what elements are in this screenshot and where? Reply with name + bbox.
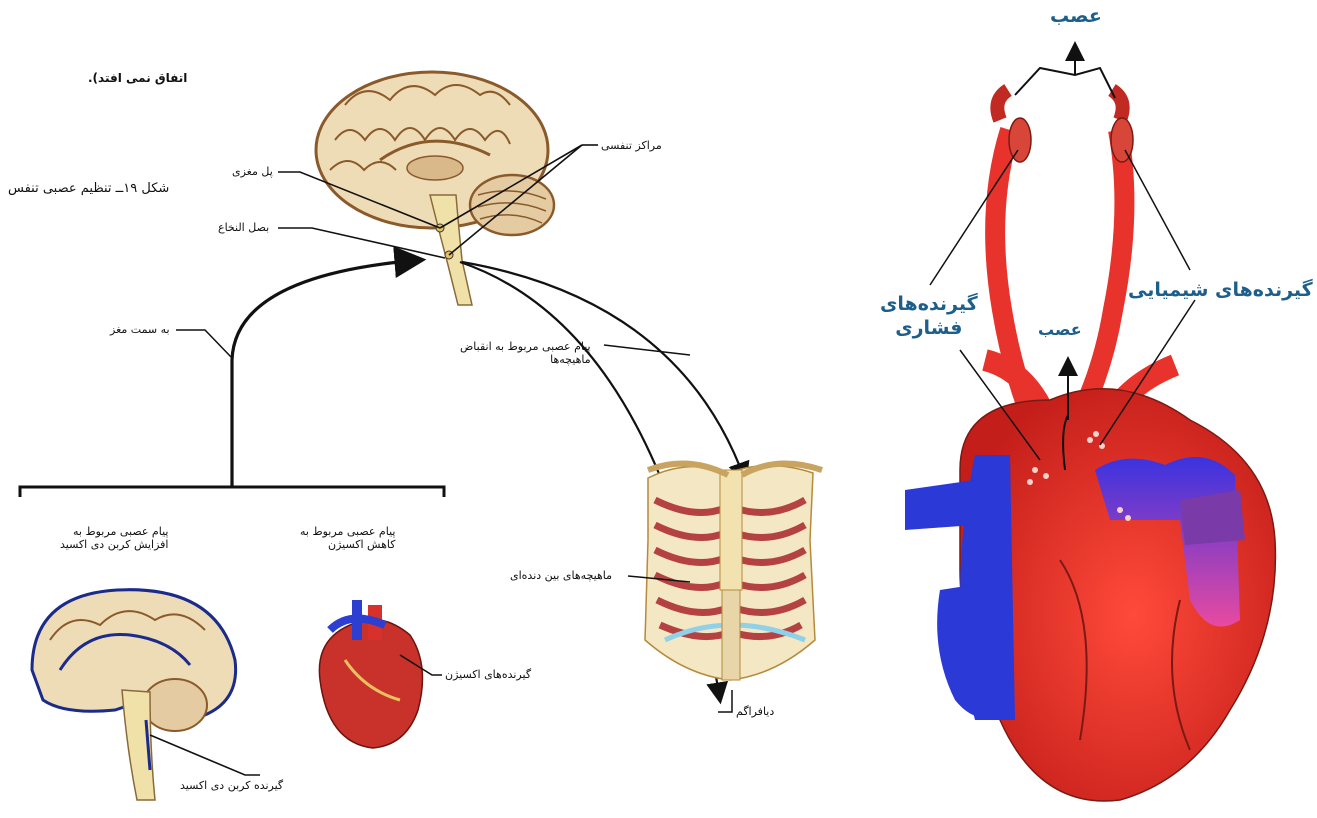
intercostal-muscles-label: ماهیچه‌های بین دنده‌ای — [510, 569, 612, 582]
diaphragm-label: دیافراگم — [736, 705, 774, 718]
intro-text-fragment: اتفاق نمی افتد). — [88, 72, 187, 85]
co2-receptor-leader — [150, 735, 260, 775]
receptor-bracket — [20, 487, 444, 497]
nerve-top-label: عصب — [1050, 4, 1102, 28]
to-brain-label: به سمت مغز — [110, 323, 170, 336]
pons-label: پل مغزی — [232, 165, 273, 178]
co2-signal-label: پیام عصبی مربوط به افزایش کربن دی اکسید — [60, 525, 168, 551]
baroreceptors-label: گیرنده‌های فشاری — [880, 292, 978, 340]
respiratory-centers-label: مراکز تنفسی — [601, 139, 662, 152]
muscle-signal-label: پیام عصبی مربوط به انقباض ماهیچه‌ها — [460, 340, 591, 366]
nerve-middle-label: عصب — [1038, 318, 1082, 342]
chemoreceptors-label: گیرنده‌های شیمیایی — [1128, 278, 1313, 302]
medulla-label: بصل النخاع — [218, 221, 269, 234]
brain-bottom-illustration — [32, 590, 236, 800]
medulla-leader — [278, 228, 445, 258]
ribcage-illustration — [645, 464, 822, 680]
small-heart-illustration — [319, 600, 422, 748]
large-heart-illustration — [905, 45, 1275, 801]
oxygen-receptors-label: گیرنده‌های اکسیژن — [445, 668, 531, 681]
o2-signal-label: پیام عصبی مربوط به کاهش اکسیژن — [300, 525, 395, 551]
figure-caption: شکل ۱۹ــ تنظیم عصبی تنفس — [8, 182, 169, 195]
co2-receptor-label: گیرنده کربن دی اکسید — [180, 779, 283, 792]
to-brain-arrow — [176, 260, 420, 488]
